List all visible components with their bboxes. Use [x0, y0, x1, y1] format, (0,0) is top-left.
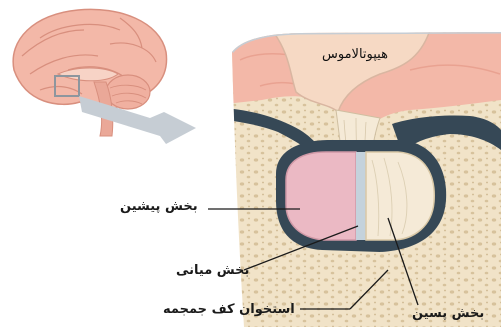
label-skull-base-bone: استخوان کف جمجمه [163, 302, 295, 318]
label-hypothalamus: هیپوتالاموس [322, 47, 388, 63]
label-anterior-lobe: بخش پیشین [120, 199, 198, 215]
zoomed-section [225, 30, 501, 327]
label-posterior-lobe: بخش پسین [412, 306, 484, 322]
label-intermediate-lobe: بخش میانی [176, 263, 249, 279]
